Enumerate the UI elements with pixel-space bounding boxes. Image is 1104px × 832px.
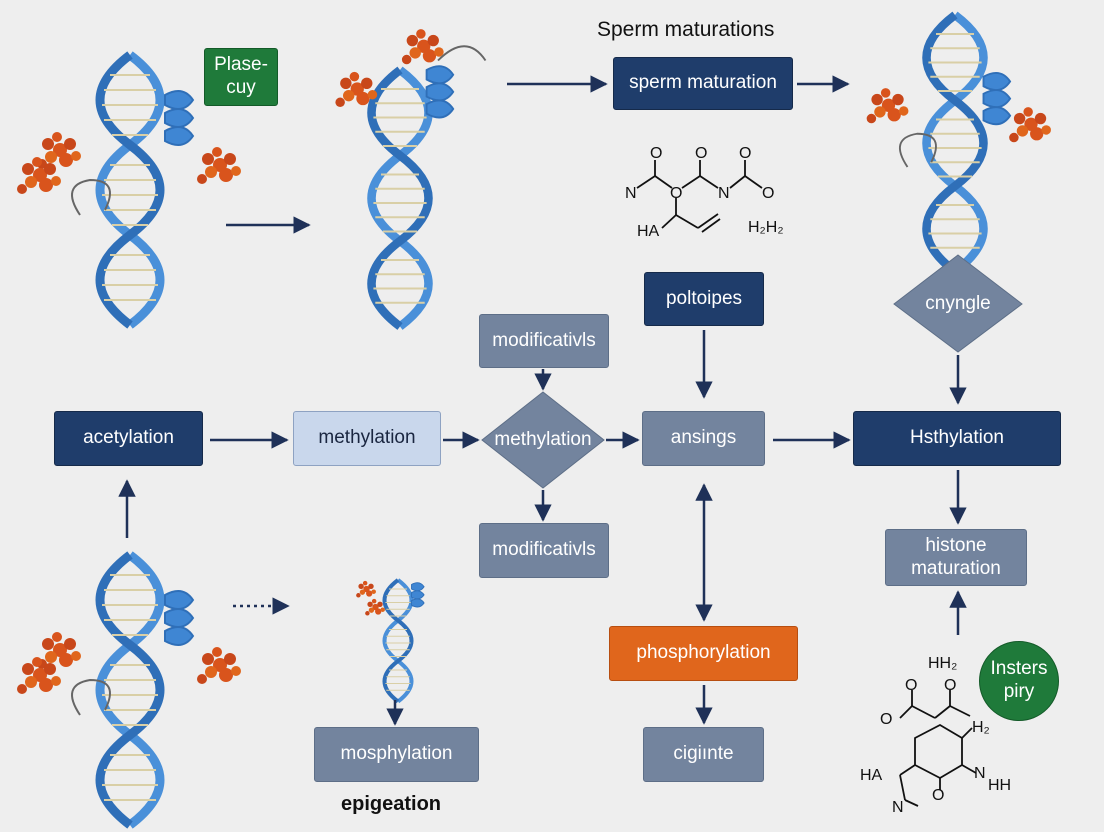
caption-epigeation: epigeation (341, 793, 442, 815)
svg-text:HA: HA (860, 767, 883, 784)
svg-text:O: O (880, 711, 892, 728)
chemical-labels-top: O O O N O N O HA H₂H₂ (625, 145, 784, 240)
diagram-title: Sperm maturations (597, 18, 775, 41)
svg-text:O: O (695, 145, 707, 162)
svg-text:HH₂: HH₂ (928, 655, 957, 672)
node-modificativls-bottom[interactable]: modificativls (479, 523, 609, 578)
dna-helix-icon (17, 555, 241, 825)
dna-helix-icon (335, 29, 487, 326)
node-acetylation[interactable]: acetylation (54, 411, 203, 466)
badge-plase-cuy: Plase- cuy (204, 48, 278, 106)
node-methylation[interactable]: methylation (293, 411, 441, 466)
node-ansings[interactable]: ansings (642, 411, 765, 466)
node-histone-maturation[interactable]: histone maturation (885, 529, 1027, 586)
svg-text:O: O (670, 185, 682, 202)
chemical-structure-bottom (899, 690, 977, 807)
node-sperm-maturation[interactable]: sperm maturation (613, 57, 793, 110)
svg-text:N: N (718, 185, 730, 202)
node-poltoipes[interactable]: poltoipes (644, 272, 764, 326)
svg-text:O: O (762, 185, 774, 202)
svg-text:O: O (905, 677, 917, 694)
connector-arrows (118, 75, 967, 726)
dna-helix-icon (356, 580, 425, 702)
badge-insters-piry: Insters piry (979, 641, 1059, 721)
node-cigitnte[interactable]: cigiınte (643, 727, 764, 782)
svg-text:N: N (892, 799, 904, 816)
chemical-labels-bottom: HH₂ O O O H₂ N HH HA N O (860, 655, 1011, 816)
dna-helix-icon (866, 15, 1051, 272)
svg-text:O: O (944, 677, 956, 694)
node-phosphorylation[interactable]: phosphorylation (609, 626, 798, 681)
svg-text:N: N (974, 765, 986, 782)
node-hsthylation[interactable]: Hsthylation (853, 411, 1061, 466)
svg-text:O: O (650, 145, 662, 162)
node-methylation-diamond[interactable]: methylation (494, 429, 592, 450)
dna-helix-icon (17, 55, 241, 325)
methylation-diamond-shape (481, 391, 605, 489)
svg-text:H₂: H₂ (972, 719, 990, 736)
cnyngle-diamond-shape (893, 254, 1023, 353)
node-modificativls-top[interactable]: modificativls (479, 314, 609, 368)
svg-text:O: O (932, 787, 944, 804)
svg-text:O: O (739, 145, 751, 162)
node-cnyngle[interactable]: cnyngle (925, 293, 991, 314)
svg-text:H₂H₂: H₂H₂ (748, 219, 784, 236)
svg-text:HH: HH (988, 777, 1011, 794)
svg-text:HA: HA (637, 223, 660, 240)
svg-text:N: N (625, 185, 637, 202)
chemical-structure-top (636, 160, 763, 233)
node-mosphylation[interactable]: mosphylation (314, 727, 479, 782)
